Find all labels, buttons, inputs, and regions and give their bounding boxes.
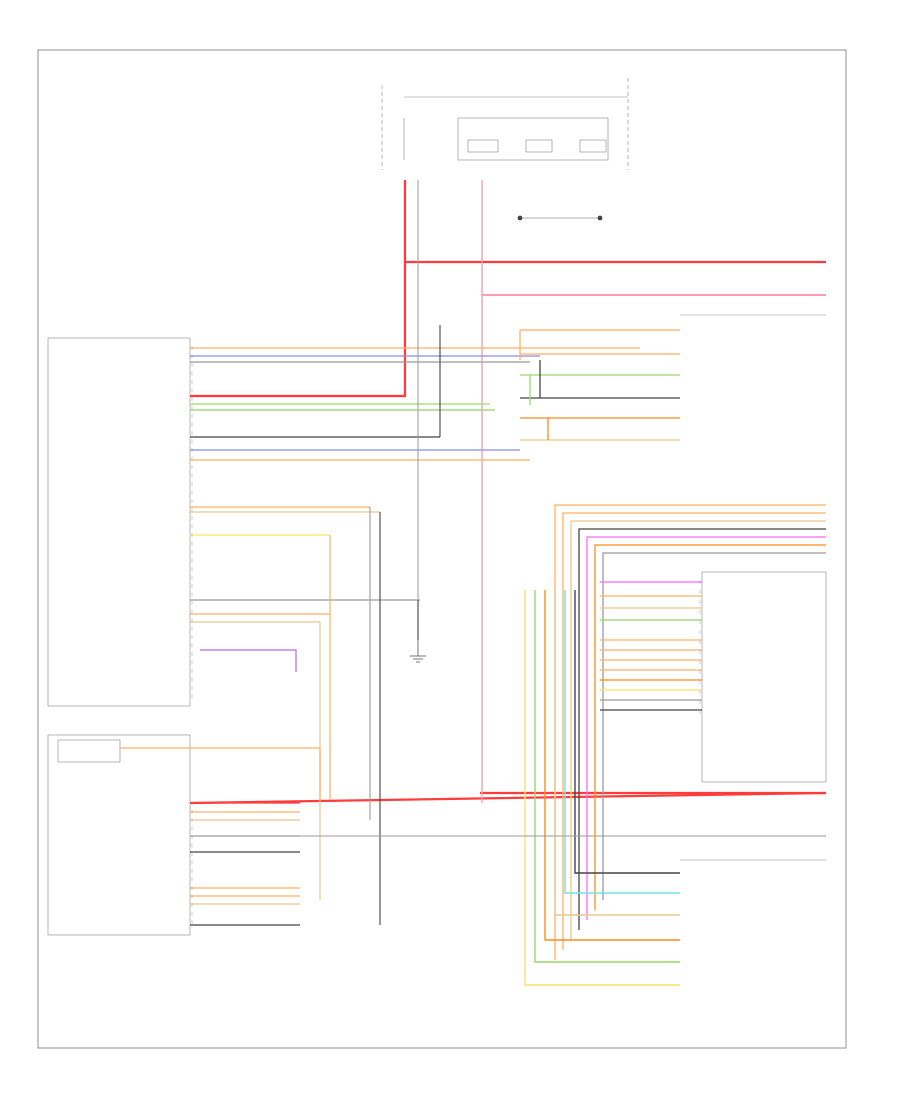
top-connector	[517, 215, 603, 221]
wire-cyan-br1	[564, 590, 680, 894]
top-fuse-block	[381, 78, 629, 170]
left-module-a	[47, 337, 191, 707]
wire-grey-b1	[602, 552, 826, 900]
left-module-c	[57, 739, 121, 763]
wire-dark-orange-br1	[544, 590, 680, 941]
wire-black-br1	[574, 590, 680, 874]
right-module-a	[701, 571, 827, 783]
wire-red-bottom	[189, 791, 827, 805]
labels	[191, 346, 701, 924]
wire-red-main	[190, 180, 407, 398]
left-module-b	[47, 734, 191, 936]
wire-tan-b1	[570, 520, 826, 940]
wire-green-br1	[534, 590, 680, 963]
wire-magenta-b1	[586, 536, 826, 920]
wire-black-b1	[578, 528, 826, 930]
ground-icon	[410, 640, 426, 663]
wire-tan-br1	[554, 590, 680, 916]
wire-orange-lc1	[120, 747, 321, 800]
wire-orange-b2	[562, 512, 826, 950]
diagram-border	[37, 49, 847, 1049]
wires	[120, 180, 827, 986]
wire-yellow-br1	[524, 590, 680, 986]
wire-orange-b3	[594, 544, 826, 910]
wire-violet-1	[200, 649, 297, 672]
